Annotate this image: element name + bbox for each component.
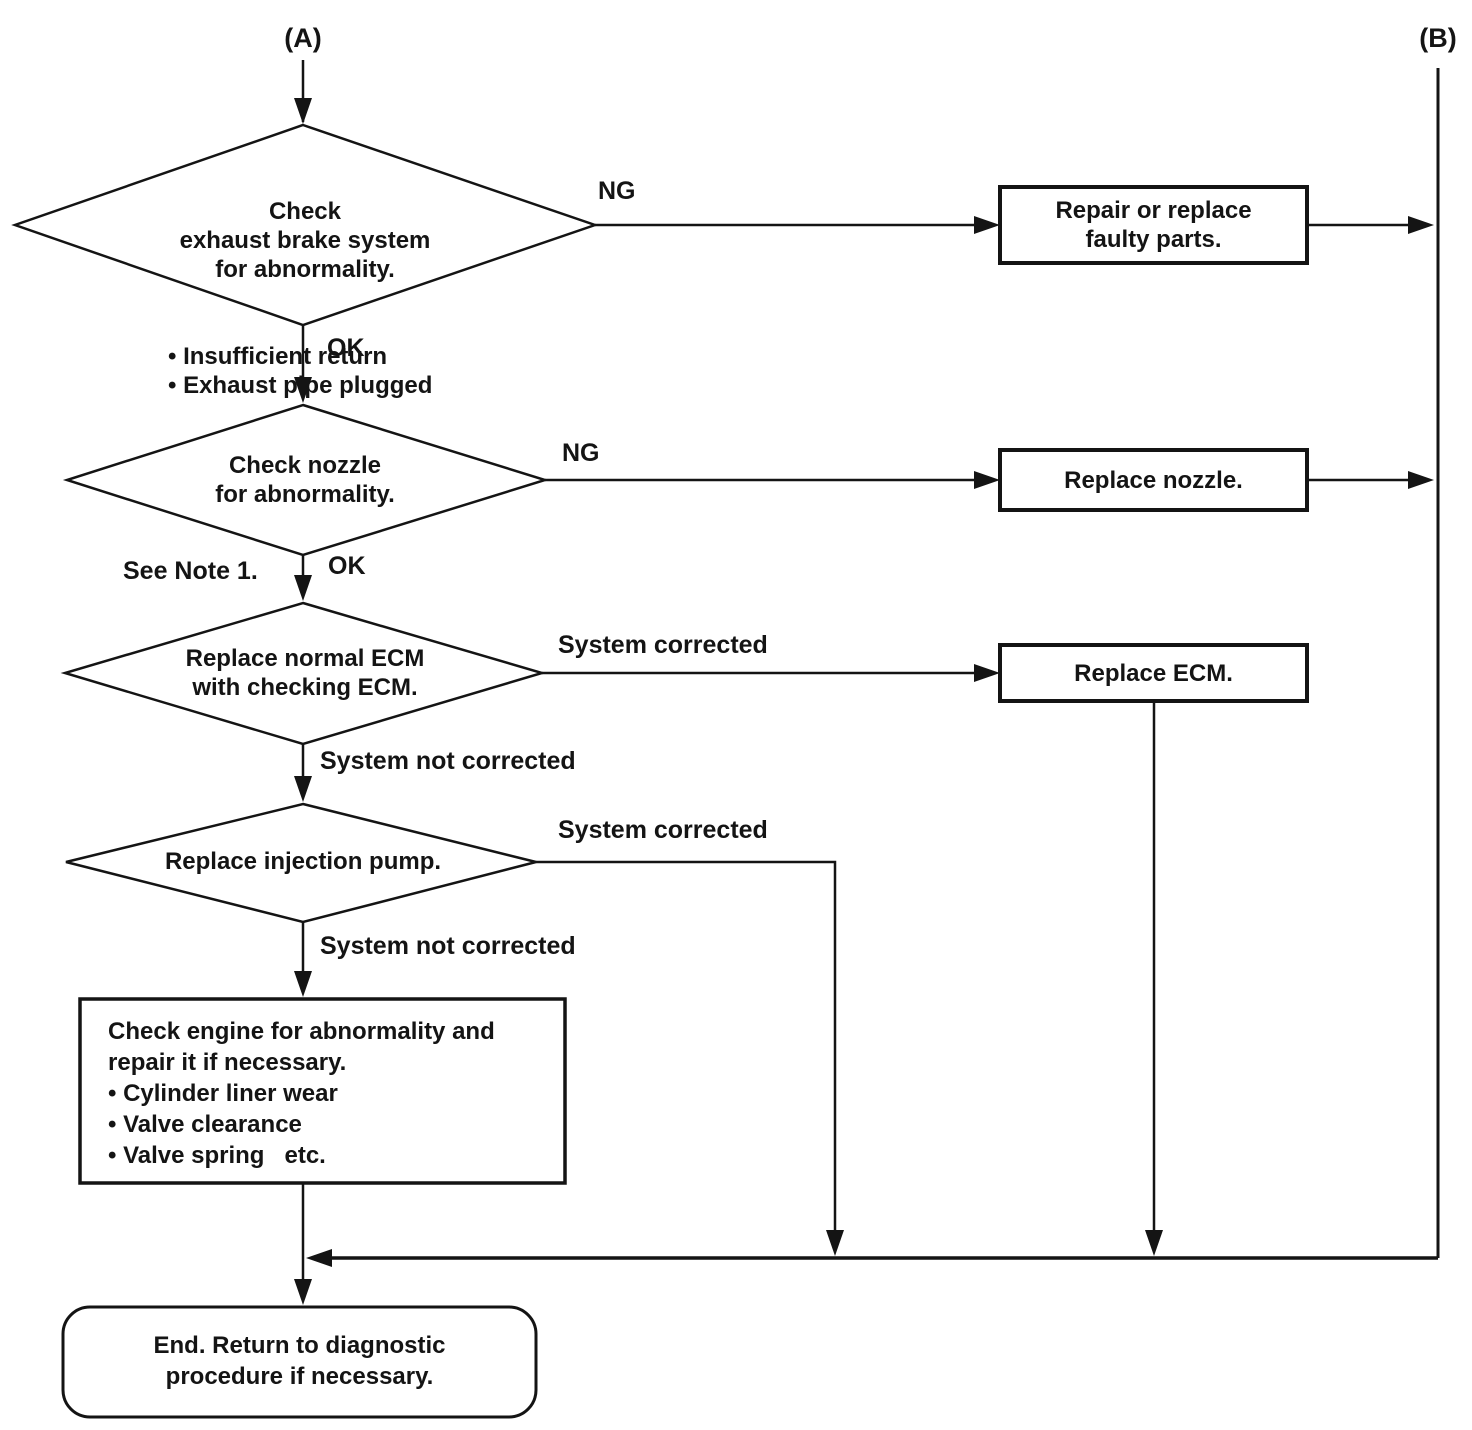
edge-label-ok-1: OK — [327, 334, 365, 362]
decision-replace-injection-pump-text: Replace injection pump. — [164, 848, 442, 875]
decision-replace-normal-ecm-text: Replace normal ECM with checking ECM. — [185, 645, 425, 701]
decision-check-nozzle-text: Check nozzle for abnormality. — [215, 452, 395, 508]
arrowhead-right-into-replace-nozzle — [974, 471, 1000, 489]
arrowhead-down-into-check-engine — [294, 971, 312, 997]
arrowhead-down-into-check-exhaust — [294, 98, 312, 124]
decision-check-exhaust-brake-title: Check exhaust brake system for abnormali… — [179, 198, 431, 283]
arrowhead-down-into-check-nozzle — [294, 377, 312, 403]
edge-label-system-corrected-2: System corrected — [558, 816, 768, 844]
decision-check-nozzle — [62, 403, 550, 557]
edge-label-system-not-corrected-1: System not corrected — [320, 747, 576, 775]
edge-label-see-note: See Note 1. — [123, 557, 258, 585]
process-repair-or-replace-text: Repair or replace faulty parts. — [1055, 197, 1252, 253]
process-replace-nozzle-text: Replace nozzle. — [1064, 467, 1243, 494]
process-check-engine-text: Check engine for abnormality and repair … — [108, 1018, 495, 1169]
arrowhead-down-pump-to-merge — [826, 1230, 844, 1256]
edge-pump-corrected-down — [536, 860, 837, 1234]
terminator-end-text: End. Return to diagnostic procedure if n… — [153, 1332, 446, 1390]
decision-replace-injection-pump — [65, 802, 537, 924]
arrowhead-down-into-end — [294, 1279, 312, 1305]
arrowhead-left-merge — [306, 1249, 332, 1267]
decision-check-exhaust-brake-bullets: • Insufficient return • Exhaust pipe plu… — [168, 343, 433, 399]
process-replace-ecm — [998, 643, 1309, 703]
arrowhead-right-into-repair — [974, 216, 1000, 234]
arrowhead-down-into-replace-ecm-check — [294, 575, 312, 601]
process-replace-ecm-text: Replace ECM. — [1074, 660, 1233, 687]
decision-replace-normal-ecm — [60, 601, 547, 746]
decision-check-exhaust-brake — [11, 123, 599, 327]
process-repair-or-replace — [998, 185, 1309, 265]
terminator-end — [61, 1305, 538, 1419]
edge-label-system-not-corrected-2: System not corrected — [320, 932, 576, 960]
process-check-engine — [78, 997, 567, 1185]
connector-a-label: (A) — [284, 23, 322, 53]
arrowhead-right-into-b-1 — [1408, 216, 1434, 234]
process-replace-nozzle — [998, 448, 1309, 512]
arrowhead-down-into-injection-pump — [294, 776, 312, 802]
edge-label-system-corrected-1: System corrected — [558, 631, 768, 659]
connector-b-label: (B) — [1419, 23, 1457, 53]
decision-check-exhaust-brake-text: Check exhaust brake system for abnormali… — [95, 139, 515, 458]
arrowhead-right-into-replace-ecm — [974, 664, 1000, 682]
edge-label-ok-2: OK — [328, 552, 366, 580]
arrowhead-right-into-b-2 — [1408, 471, 1434, 489]
edge-label-ng-1: NG — [598, 177, 636, 205]
arrowhead-down-ecm-to-merge — [1145, 1230, 1163, 1256]
edge-label-ng-2: NG — [562, 439, 600, 467]
